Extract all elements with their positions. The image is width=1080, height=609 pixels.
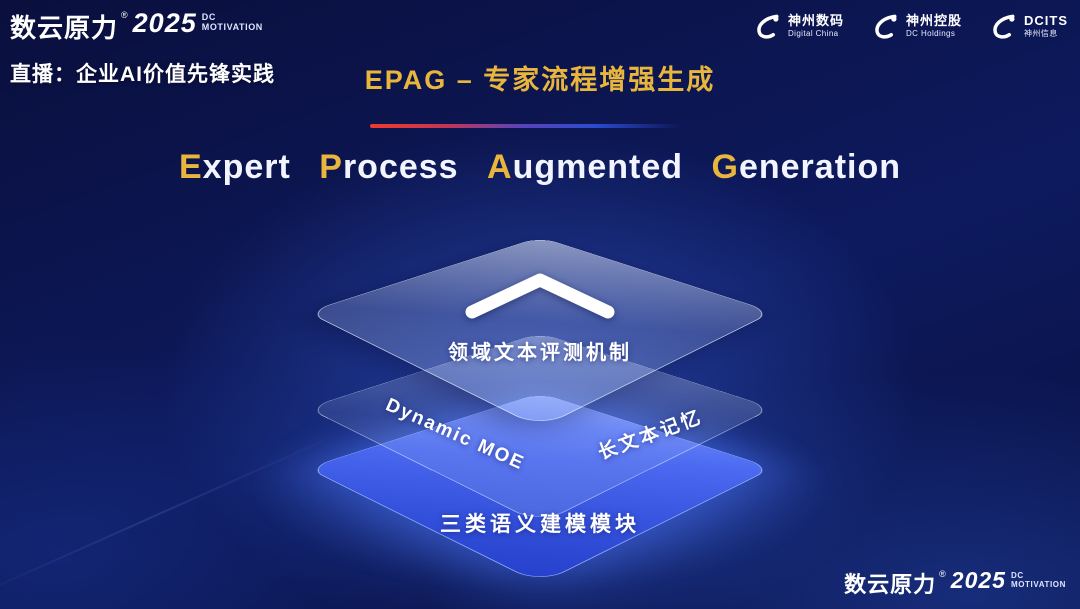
partner-dcits: DCITS 神州信息	[990, 12, 1068, 40]
headline-word: Process	[319, 148, 458, 187]
brand-tagline-top: DC	[201, 12, 216, 22]
partner-name: 神州数码	[787, 12, 844, 28]
partner-subtitle: Digital China	[787, 28, 839, 38]
title-gradient-divider	[370, 124, 682, 128]
partner-name: DCITS	[1024, 12, 1068, 28]
partner-text: DCITS 神州信息	[1024, 12, 1068, 38]
brand-year: 2025	[950, 567, 1006, 593]
main-headline: Expert Process Augmented Generation	[0, 148, 1080, 187]
headline-word: Expert	[179, 148, 291, 187]
headline-word: Augmented	[487, 148, 683, 187]
headline-capital: A	[487, 148, 513, 186]
partner-text: 神州数码 Digital China	[787, 12, 844, 38]
brand-tagline: DC MOTIVATION	[1011, 571, 1066, 589]
headline-rest: eneration	[738, 148, 902, 186]
epag-layer-diagram: 领域文本评测机制 Dynamic MOE 长文本记忆 三类语义建模模块	[250, 228, 830, 588]
headline-word: Generation	[712, 148, 902, 187]
partner-name: 神州控股	[905, 12, 962, 28]
headline-capital: G	[711, 148, 739, 186]
brand-name: 数云原力	[10, 13, 119, 43]
partner-subtitle: DC Holdings	[905, 28, 956, 38]
partner-text: 神州控股 DC Holdings	[905, 12, 962, 38]
page-title: EPAG – 专家流程增强生成	[364, 65, 716, 95]
brand-registered-mark: ®	[121, 10, 128, 20]
dcits-swoosh-icon	[993, 14, 1015, 39]
bottom-layer-label: 三类语义建模模块	[440, 513, 640, 536]
top-layer-label: 领域文本评测机制	[448, 342, 632, 364]
brand-logo-bottom-right: 数云原力 ® 2025 DC MOTIVATION	[844, 567, 1066, 599]
partner-digital-china: 神州数码 Digital China	[754, 12, 844, 40]
brand-year: 2025	[132, 8, 197, 38]
partner-subtitle: 神州信息	[1024, 28, 1058, 38]
brand-tagline-bottom: MOTIVATION	[1010, 580, 1066, 590]
dc-holdings-swoosh-icon	[875, 14, 897, 39]
brand-tagline-bottom: MOTIVATION	[201, 22, 263, 33]
chevron-up-icon	[465, 273, 615, 319]
digital-china-swoosh-icon	[757, 14, 779, 39]
headline-capital: E	[178, 148, 203, 186]
brand-registered-mark: ®	[939, 569, 946, 579]
brand-name: 数云原力	[844, 572, 937, 597]
partner-dc-holdings: 神州控股 DC Holdings	[872, 12, 962, 40]
brand-tagline-top: DC	[1010, 571, 1024, 580]
headline-capital: P	[319, 148, 343, 186]
partner-logos: 神州数码 Digital China 神州控股 DC Holdings DCIT…	[754, 12, 1068, 40]
headline-rest: xpert	[202, 148, 291, 186]
brand-logo-top-left: 数云原力 ® 2025 DC MOTIVATION	[10, 8, 263, 45]
headline-rest: ugmented	[512, 148, 684, 186]
headline-rest: rocess	[342, 148, 459, 186]
live-stream-label: 直播：企业AI价值先锋实践	[10, 63, 275, 86]
brand-tagline: DC MOTIVATION	[202, 12, 263, 33]
